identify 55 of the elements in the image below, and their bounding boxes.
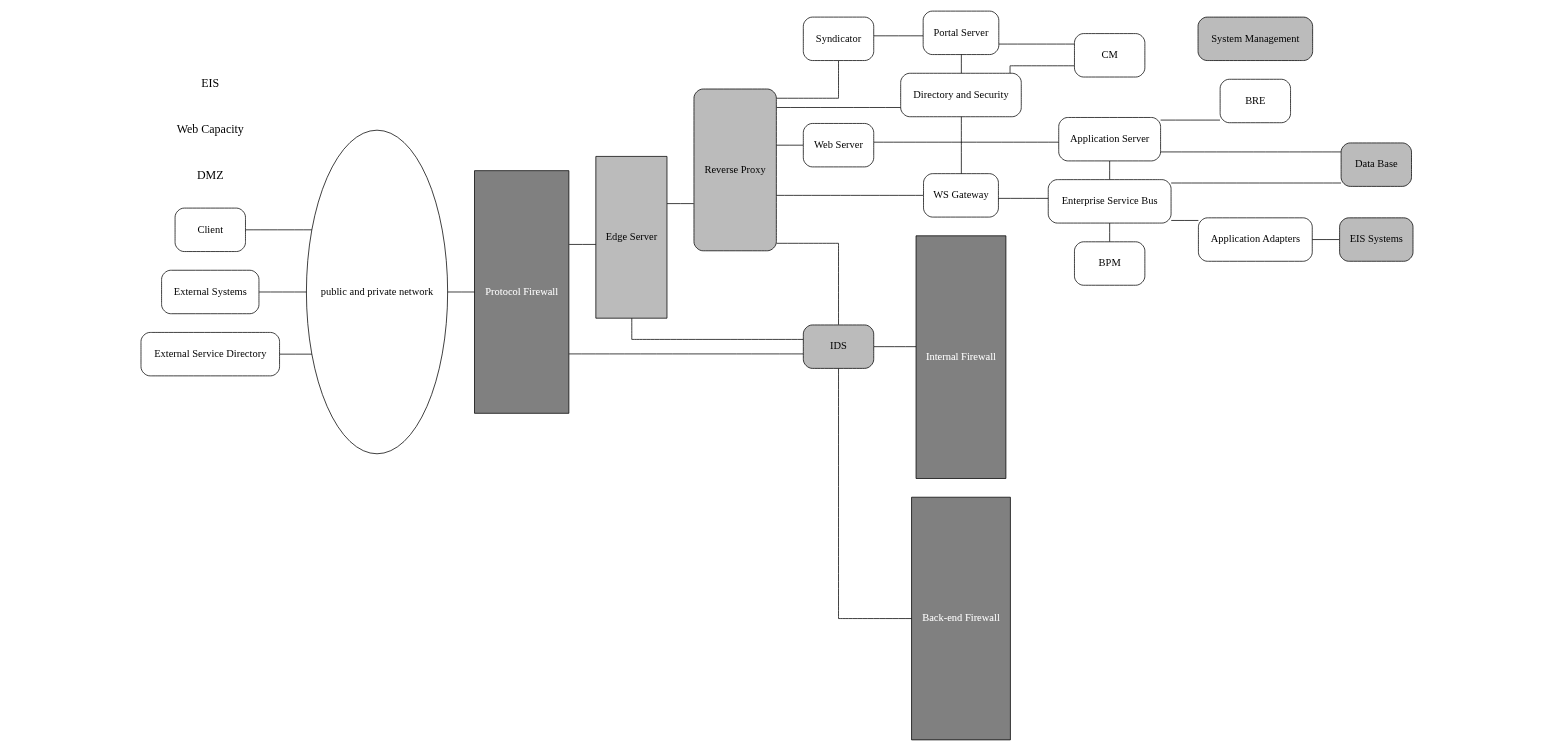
node-box: Syndicator — [802, 16, 875, 61]
node-box: Application Server — [1058, 117, 1161, 162]
node-box: Back-end Firewall — [911, 496, 1011, 741]
connector — [568, 244, 597, 245]
connector — [1009, 65, 1075, 74]
node-box: External Systems — [161, 269, 260, 315]
connector — [1311, 239, 1340, 240]
connector — [776, 107, 902, 108]
connector — [961, 54, 962, 74]
connector — [873, 141, 1060, 143]
node-box: System Management — [1197, 16, 1313, 61]
label: Web Capacity — [176, 122, 244, 137]
connector — [279, 353, 313, 355]
node-box: External Service Directory — [140, 332, 280, 377]
node-box: Reverse Proxy — [693, 88, 777, 252]
node-box: Directory and Security — [900, 72, 1022, 118]
node-box: BPM — [1074, 241, 1146, 286]
connector — [245, 229, 313, 231]
connector — [447, 291, 475, 293]
connector — [961, 116, 962, 174]
connector — [1109, 222, 1111, 243]
connector — [776, 195, 924, 196]
connector — [776, 60, 839, 99]
connector — [258, 291, 307, 293]
connector — [873, 346, 917, 348]
connector — [776, 242, 839, 326]
node-ellipse: public and private network — [306, 129, 448, 455]
connector — [838, 368, 912, 619]
node-box: IDS — [802, 324, 875, 369]
node-box: Protocol Firewall — [474, 170, 570, 414]
label: DMZ — [196, 167, 224, 182]
connector — [998, 198, 1049, 199]
node-box: Portal Server — [922, 10, 1000, 55]
connector — [568, 353, 804, 355]
node-box: BRE — [1219, 78, 1291, 124]
node-box: Client — [174, 207, 246, 252]
node-box: Web Server — [802, 123, 875, 168]
connector — [1160, 151, 1342, 153]
connector — [666, 203, 695, 204]
node-box: WS Gateway — [923, 173, 999, 218]
node-box: Application Adapters — [1198, 217, 1313, 262]
label: EIS — [201, 76, 220, 91]
connector — [631, 317, 804, 340]
connector — [1160, 119, 1221, 121]
connector — [998, 43, 1075, 45]
node-box: Data Base — [1340, 142, 1412, 187]
connector — [1170, 220, 1199, 221]
connector — [1109, 160, 1111, 180]
connector — [776, 144, 804, 146]
connector — [1170, 182, 1342, 184]
node-box: EIS Systems — [1339, 217, 1414, 262]
node-box: Enterprise Service Bus — [1047, 179, 1172, 224]
node-box: CM — [1074, 33, 1146, 78]
node-box: Edge Server — [595, 156, 668, 319]
node-box: Internal Firewall — [915, 235, 1007, 479]
